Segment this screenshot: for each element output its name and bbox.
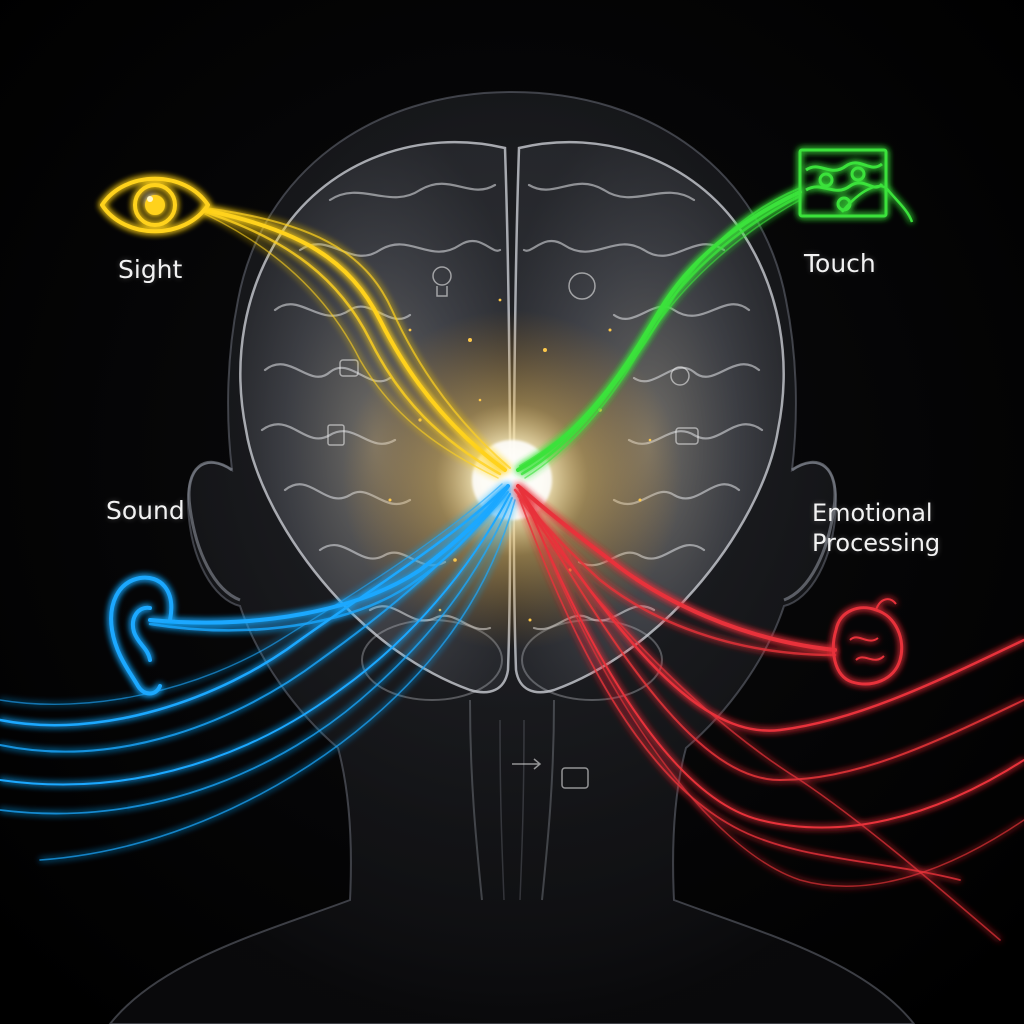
clock-icon — [568, 272, 596, 300]
emotion-blob-icon — [831, 598, 904, 686]
gear-icon — [339, 359, 359, 377]
brain-mini-icons — [327, 266, 699, 789]
face-icon — [670, 366, 690, 386]
lightbulb-icon — [432, 266, 452, 297]
touch-pathway — [516, 187, 802, 479]
sound-label: Sound — [106, 496, 185, 525]
emotional-processing-label-line1: Emotional — [812, 499, 933, 527]
sight-pathway — [203, 207, 511, 479]
arrow-icon — [512, 758, 542, 770]
emotion-pathway — [513, 484, 1024, 941]
emotional-processing-label: Emotional Processing — [812, 498, 940, 558]
eye-icon — [100, 176, 210, 234]
hand-touch-icon — [798, 148, 914, 223]
emotional-processing-label-line2: Processing — [812, 529, 941, 557]
sound-pathway — [0, 483, 516, 861]
document-icon — [327, 424, 345, 446]
touch-label: Touch — [804, 249, 876, 278]
camera-icon — [675, 427, 699, 445]
ear-icon — [109, 575, 174, 696]
screen-icon — [561, 767, 589, 789]
sight-label: Sight — [118, 255, 183, 284]
